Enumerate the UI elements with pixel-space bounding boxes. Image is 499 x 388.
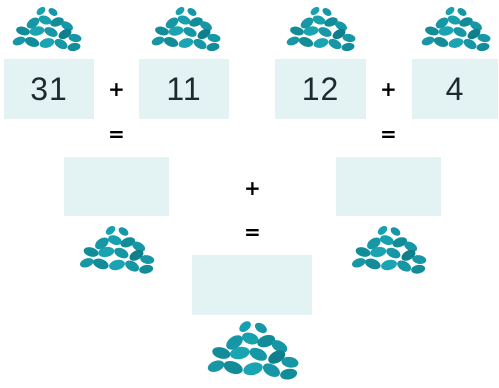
seed-pile-icon: [11, 6, 83, 53]
seed-pile-icon: [78, 225, 155, 275]
equals-sign: =: [108, 122, 125, 146]
plus-sign: +: [380, 77, 397, 101]
addend-box-c: 12: [275, 59, 366, 119]
answer-box-bottom[interactable]: [192, 255, 312, 315]
plus-sign: +: [108, 77, 125, 101]
seed-pile-icon: [206, 320, 300, 381]
equals-sign: =: [380, 122, 397, 146]
answer-box-left[interactable]: [64, 157, 169, 216]
seed-pile-icon: [285, 6, 357, 53]
seed-pile-icon: [150, 6, 222, 53]
addend-box-b: 11: [139, 59, 229, 119]
seed-pile-icon: [350, 225, 427, 275]
plus-sign: +: [244, 176, 261, 200]
equals-sign: =: [244, 220, 261, 244]
seed-pile-icon: [420, 6, 492, 53]
addend-box-a: 31: [4, 59, 94, 119]
addend-box-d: 4: [412, 59, 498, 119]
answer-box-right[interactable]: [336, 157, 441, 216]
